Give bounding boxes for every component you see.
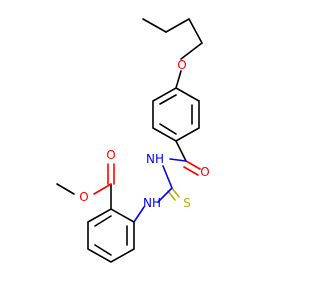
amide-nh-label: NH	[146, 152, 164, 166]
bottom-ring-double-2	[94, 244, 112, 256]
thiocarbon-to-nh-bond	[157, 187, 173, 203]
amide-c-n-bond	[169, 158, 187, 162]
amide-c-o-double-bond-b	[183, 166, 199, 176]
ester-c-o-single-bond	[93, 183, 112, 195]
methyl-o-bond	[56, 183, 75, 195]
ring1-to-carbonyl-bond	[175, 140, 187, 162]
propyl-bond-3	[188, 18, 203, 44]
amide-c-o-double-bond-a	[185, 160, 201, 170]
ether-oxygen-label: O	[177, 58, 186, 72]
ring1-to-ether-o-bond	[175, 70, 182, 89]
thione-sulfur-label: S	[183, 196, 191, 210]
propyl-bond-2	[165, 18, 190, 33]
molecule-structure-diagram: O O NH NH S O O	[56, 18, 210, 263]
nh-to-thiocarbon-bond	[162, 165, 173, 189]
ester-ether-oxygen-label: O	[79, 190, 88, 204]
top-ring-double-3	[159, 123, 177, 135]
thione-double-bond-a	[171, 187, 180, 198]
bottom-ring-double-3	[94, 215, 112, 227]
ether-o-bond-left	[180, 42, 203, 60]
ester-carbonyl-oxygen-label: O	[106, 148, 115, 162]
top-ring-double-1	[159, 94, 177, 105]
thioamide-nh-label: NH	[143, 196, 161, 210]
propyl-bond-1	[142, 18, 167, 33]
amide-oxygen-label: O	[200, 165, 209, 179]
nh-to-bottom-ring-bond	[133, 206, 145, 223]
thione-double-bond-b	[167, 190, 176, 201]
